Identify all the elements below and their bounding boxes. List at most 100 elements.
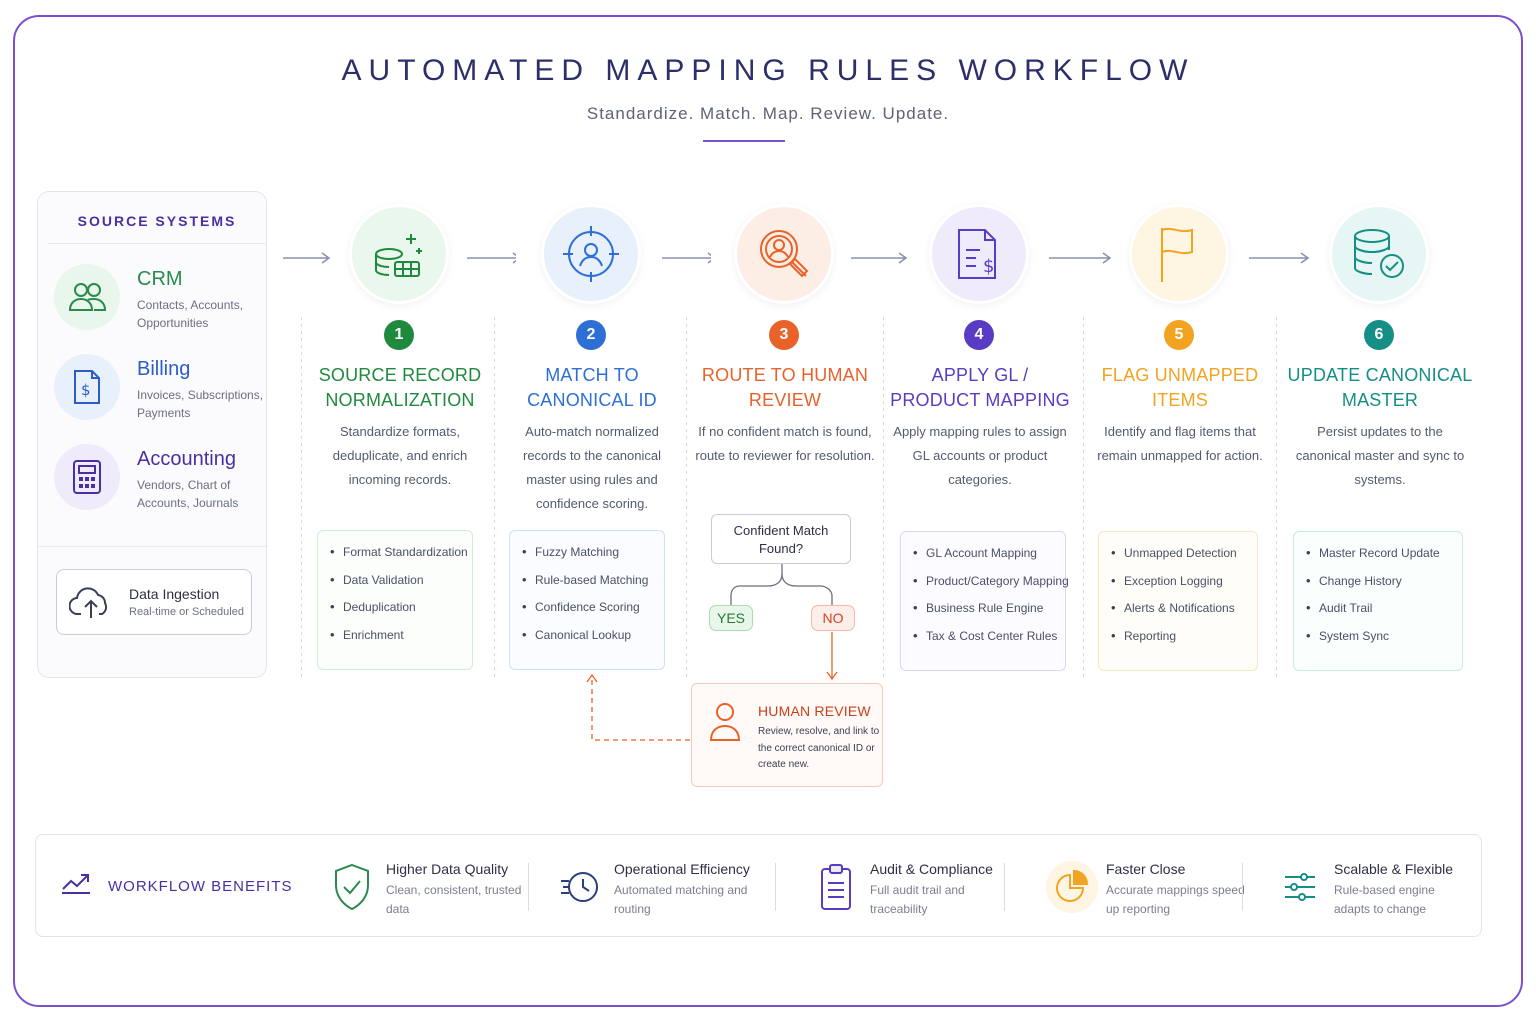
feature-item: Exception Logging [1111,573,1245,602]
feature-item: Unmapped Detection [1111,545,1245,574]
step-number-2: 2 [576,320,606,350]
source-desc-crm: Contacts, Accounts, Opportunities [137,298,244,330]
benefit-divider [1004,863,1005,911]
pie-chart-icon [1046,861,1098,913]
calculator-icon [54,444,120,510]
feature-item: Change History [1306,573,1450,602]
svg-text:$: $ [81,381,91,399]
step-3-human-review-route: 3 ROUTE TO HUMAN REVIEW If no confident … [695,200,875,680]
svg-text:$: $ [983,256,994,277]
human-review-desc: Review, resolve, and link to the correct… [758,726,880,770]
benefit-desc: Automated matching and routing [614,883,748,916]
magnifier-user-icon [734,204,834,304]
decision-connectors [730,564,838,681]
flow-arrow [662,252,711,264]
sliders-icon [1274,861,1326,913]
feature-item: Enrichment [330,627,460,656]
benefit-item: Audit & Compliance Full audit trail and … [810,857,1030,917]
step-desc-2: Auto-match normalized records to the can… [522,424,662,511]
source-systems-heading: SOURCE SYSTEMS [48,192,266,244]
step-4-gl-mapping: $ 4 APPLY GL / PRODUCT MAPPING Apply map… [890,200,1070,680]
feature-item: Alerts & Notifications [1111,600,1245,629]
feature-item: Product/Category Mapping [913,573,1069,602]
target-user-icon [541,204,641,304]
source-systems-panel: SOURCE SYSTEMS CRM Contacts, Accounts, O… [37,191,268,678]
feature-item: GL Account Mapping [913,545,1053,574]
feature-item: Confidence Scoring [522,599,652,628]
step-title-4: APPLY GL / PRODUCT MAPPING [890,365,1070,410]
step-title-1: SOURCE RECORD NORMALIZATION [318,365,482,410]
cloud-upload-icon [68,584,113,625]
decision-no-badge: NO [811,605,855,631]
step-2-features: Fuzzy Matching Rule-based Matching Confi… [509,530,665,670]
step-desc-5: Identify and flag items that remain unma… [1097,424,1263,463]
feedback-arrow [586,673,690,741]
column-divider [1083,317,1084,677]
benefit-divider [1242,863,1243,911]
invoice-dollar-icon: $ [54,354,120,420]
step-4-features: GL Account Mapping Product/Category Mapp… [900,531,1069,671]
database-sparkle-icon [349,204,449,304]
step-title-5: FLAG UNMAPPED ITEMS [1101,365,1259,410]
benefit-title: Audit & Compliance [870,861,993,877]
decision-box: Confident Match Found? [711,514,851,564]
step-desc-6: Persist updates to the canonical master … [1295,424,1465,487]
database-check-icon [1329,204,1429,304]
feature-item: Data Validation [330,572,460,601]
feature-item: Master Record Update [1306,545,1450,574]
benefits-heading: WORKFLOW BENEFITS [108,878,293,895]
step-number-4: 4 [964,320,994,350]
feature-item: Format Standardization [330,544,468,573]
benefit-divider [528,863,529,911]
feature-item: Audit Trail [1306,600,1450,629]
step-number-6: 6 [1364,320,1394,350]
source-desc-billing: Invoices, Subscriptions, Payments [137,388,264,420]
feature-item: Deduplication [330,599,460,628]
step-number-5: 5 [1164,320,1194,350]
source-item-crm: CRM Contacts, Accounts, Opportunities [52,264,267,344]
feature-item: Canonical Lookup [522,627,652,656]
step-title-2: MATCH TO CANONICAL ID [527,365,657,410]
flow-arrow [467,252,516,264]
column-divider [494,317,495,677]
benefit-divider [775,863,776,911]
feature-item: Rule-based Matching [522,572,652,601]
step-5-flag-unmapped: 5 FLAG UNMAPPED ITEMS Identify and flag … [1095,200,1265,680]
source-name-accounting: Accounting [137,448,236,470]
document-dollar-icon: $ [929,204,1029,304]
source-name-crm: CRM [137,268,183,290]
step-2-match: 2 MATCH TO CANONICAL ID Auto-match norma… [507,200,677,680]
step-number-1: 1 [384,320,414,350]
ingestion-title: Data Ingestion [129,586,220,602]
trend-up-icon [60,871,92,900]
source-desc-accounting: Vendors, Chart of Accounts, Journals [137,478,239,510]
step-title-6: UPDATE CANONICAL MASTER [1287,365,1473,410]
source-item-billing: $ Billing Invoices, Subscriptions, Payme… [52,354,267,434]
step-number-3: 3 [769,320,799,350]
feature-item: System Sync [1306,628,1450,657]
column-divider [883,317,884,677]
flow-arrow [851,252,908,264]
benefit-item: Scalable & Flexible Rule-based engine ad… [1274,857,1494,917]
step-desc-1: Standardize formats, deduplicate, and en… [332,424,468,487]
step-6-update-master: 6 UPDATE CANONICAL MASTER Persist update… [1288,200,1472,680]
clipboard-icon [810,861,862,913]
decision-yes-badge: YES [709,605,753,631]
shield-check-icon [326,861,378,913]
benefit-desc: Rule-based engine adapts to change [1334,883,1435,916]
flag-icon [1129,204,1229,304]
feature-item: Tax & Cost Center Rules [913,628,1057,657]
benefit-item: Operational Efficiency Automated matchin… [554,857,774,917]
step-desc-4: Apply mapping rules to assign GL account… [893,424,1067,487]
feature-item: Business Rule Engine [913,600,1053,629]
person-icon [708,702,742,747]
workflow-benefits-bar: WORKFLOW BENEFITS Higher Data Quality Cl… [35,834,1482,937]
source-item-accounting: Accounting Vendors, Chart of Accounts, J… [52,444,267,524]
benefit-title: Scalable & Flexible [1334,861,1454,877]
step-6-features: Master Record Update Change History Audi… [1293,531,1463,671]
step-desc-3: If no confident match is found, route to… [695,424,875,463]
title-divider [703,140,785,142]
source-name-billing: Billing [137,358,191,380]
step-1-normalization: 1 SOURCE RECORD NORMALIZATION Standardiz… [315,200,485,680]
human-review-title: HUMAN REVIEW [758,703,871,719]
